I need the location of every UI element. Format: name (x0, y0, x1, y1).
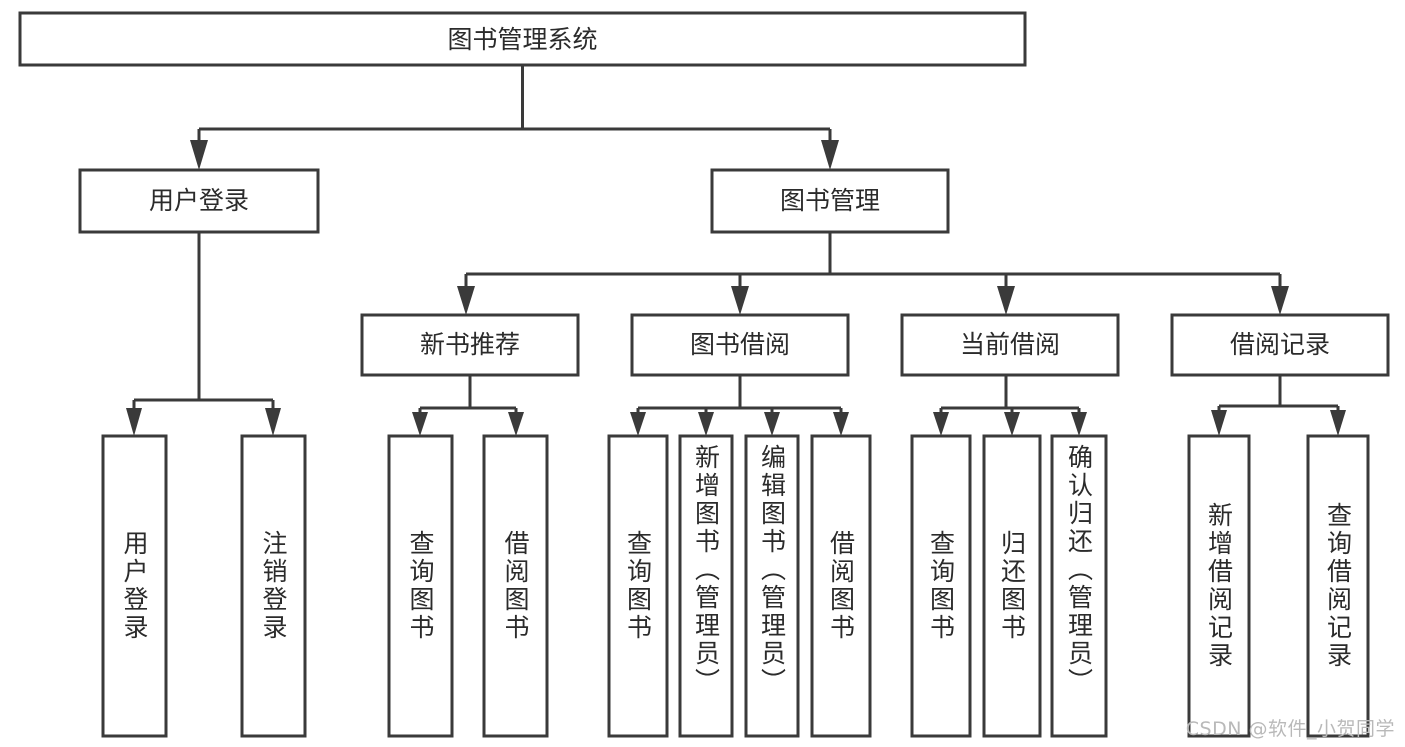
current-borrow-label: 当前借阅 (960, 330, 1060, 359)
arrow-to-leaf-borrow-query (630, 412, 646, 436)
borrow-record-box[interactable] (1170, 313, 1390, 377)
user-login-label: 用户登录 (149, 186, 249, 215)
arrow-root-to-userlogin (190, 140, 208, 170)
leaf-box-query-book-1[interactable] (387, 434, 454, 738)
node-book-management[interactable]: 图书管理 (710, 168, 950, 234)
arrow-root-to-bookmgmt (821, 140, 839, 170)
user-login-box[interactable] (78, 168, 320, 234)
arrow-to-leaf-edit-book (764, 412, 780, 436)
current-borrow-box[interactable] (900, 313, 1120, 377)
leaf-box-query-record[interactable] (1306, 434, 1370, 738)
leaf-box-borrow-book-2[interactable] (810, 434, 872, 738)
book-borrow-box[interactable] (630, 313, 850, 377)
leaf-box-borrow-book-1[interactable] (482, 434, 549, 738)
leaf-box-add-record[interactable] (1187, 434, 1251, 738)
arrow-to-borrow (731, 286, 749, 315)
node-borrow-record[interactable]: 借阅记录 (1170, 313, 1390, 377)
book-management-box[interactable] (710, 168, 950, 234)
arrow-to-newbook (457, 286, 475, 315)
leaf-box-user-login[interactable] (101, 434, 168, 738)
root-label: 图书管理系统 (447, 25, 597, 54)
borrow-record-label: 借阅记录 (1230, 330, 1330, 359)
arrow-to-leaf-borrow-book (833, 412, 849, 436)
leaf-box-query-book-2[interactable] (607, 434, 669, 738)
arrow-to-leaf-add-book (698, 412, 714, 436)
arrow-to-leaf-query-record (1330, 410, 1346, 436)
book-management-label: 图书管理 (780, 186, 880, 215)
leaf-box-confirm-return[interactable] (1050, 434, 1108, 738)
node-book-borrow[interactable]: 图书借阅 (630, 313, 850, 377)
leaf-box-edit-book[interactable] (744, 434, 800, 738)
new-book-recommend-label: 新书推荐 (420, 330, 520, 359)
edge-group (126, 65, 1346, 436)
leaf-box-query-book-3[interactable] (910, 434, 972, 738)
root-box[interactable] (18, 11, 1027, 67)
leaf-box-logout[interactable] (240, 434, 307, 738)
arrow-to-leaf-confirm-return (1071, 412, 1087, 436)
arrow-to-leaf-add-record (1211, 410, 1227, 436)
new-book-recommend-box[interactable] (360, 313, 580, 377)
book-borrow-label: 图书借阅 (690, 330, 790, 359)
arrow-to-current (997, 286, 1015, 315)
node-current-borrow[interactable]: 当前借阅 (900, 313, 1120, 377)
csdn-watermark: CSDN @软件_小贺同学 (1185, 718, 1395, 740)
arrow-to-leaf-current-query (933, 412, 949, 436)
leaf-box-return-book[interactable] (982, 434, 1042, 738)
arrow-to-leaf-userlogin (126, 408, 142, 436)
arrow-to-leaf-newbook-query (412, 412, 428, 436)
node-new-book-recommend[interactable]: 新书推荐 (360, 313, 580, 377)
arrow-to-leaf-newbook-borrow (508, 412, 524, 436)
node-user-login[interactable]: 用户登录 (78, 168, 320, 234)
node-root-system[interactable]: 图书管理系统 (18, 11, 1027, 67)
leaf-box-add-book[interactable] (678, 434, 734, 738)
leaf-box-group (101, 434, 1370, 738)
arrow-to-leaf-return-book (1004, 412, 1020, 436)
arrow-to-leaf-logout (265, 408, 281, 436)
arrow-to-record (1271, 286, 1289, 315)
